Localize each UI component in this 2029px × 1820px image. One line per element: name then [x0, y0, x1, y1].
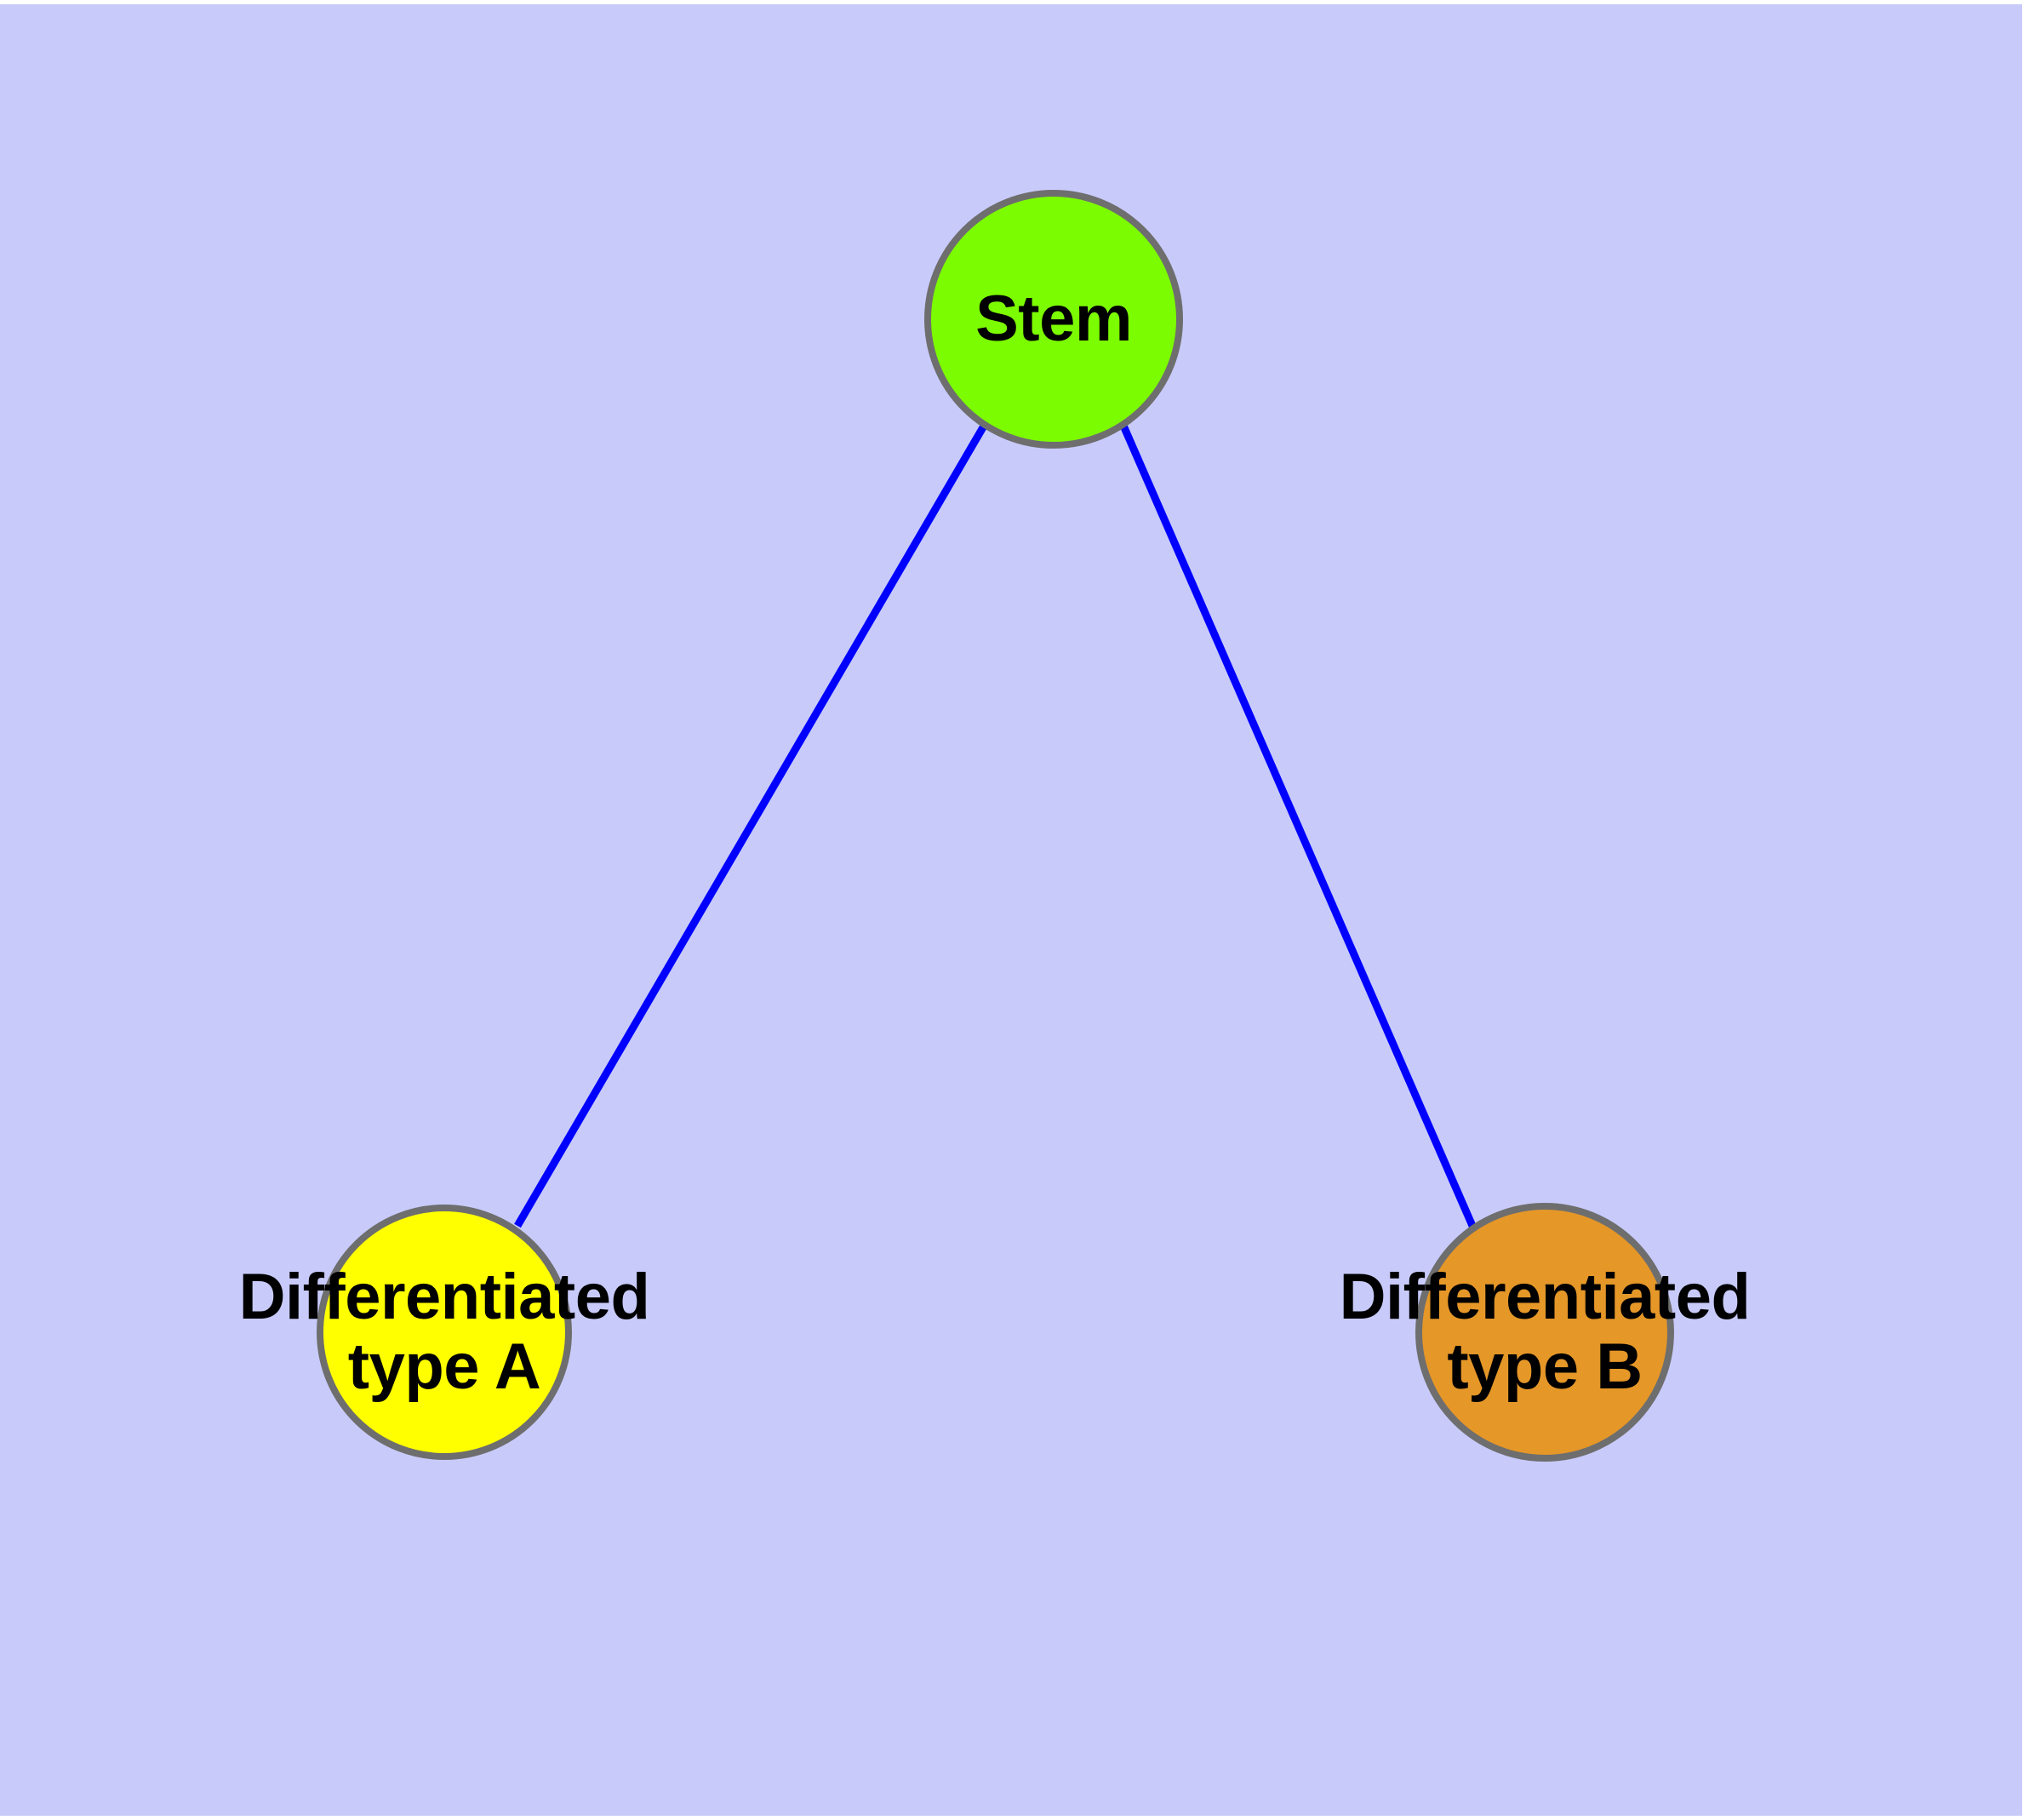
- edge-stem-to-differentiated-type-b: [1119, 424, 1477, 1228]
- node-differentiated-type-a[interactable]: [317, 1205, 572, 1460]
- node-differentiated-type-b[interactable]: [1415, 1203, 1674, 1462]
- node-stem[interactable]: [924, 190, 1183, 449]
- diagram-canvas: Stem Differentiated type A Differentiate…: [0, 4, 2022, 1816]
- edge-layer: [514, 424, 1477, 1228]
- edge-stem-to-differentiated-type-a: [514, 425, 986, 1228]
